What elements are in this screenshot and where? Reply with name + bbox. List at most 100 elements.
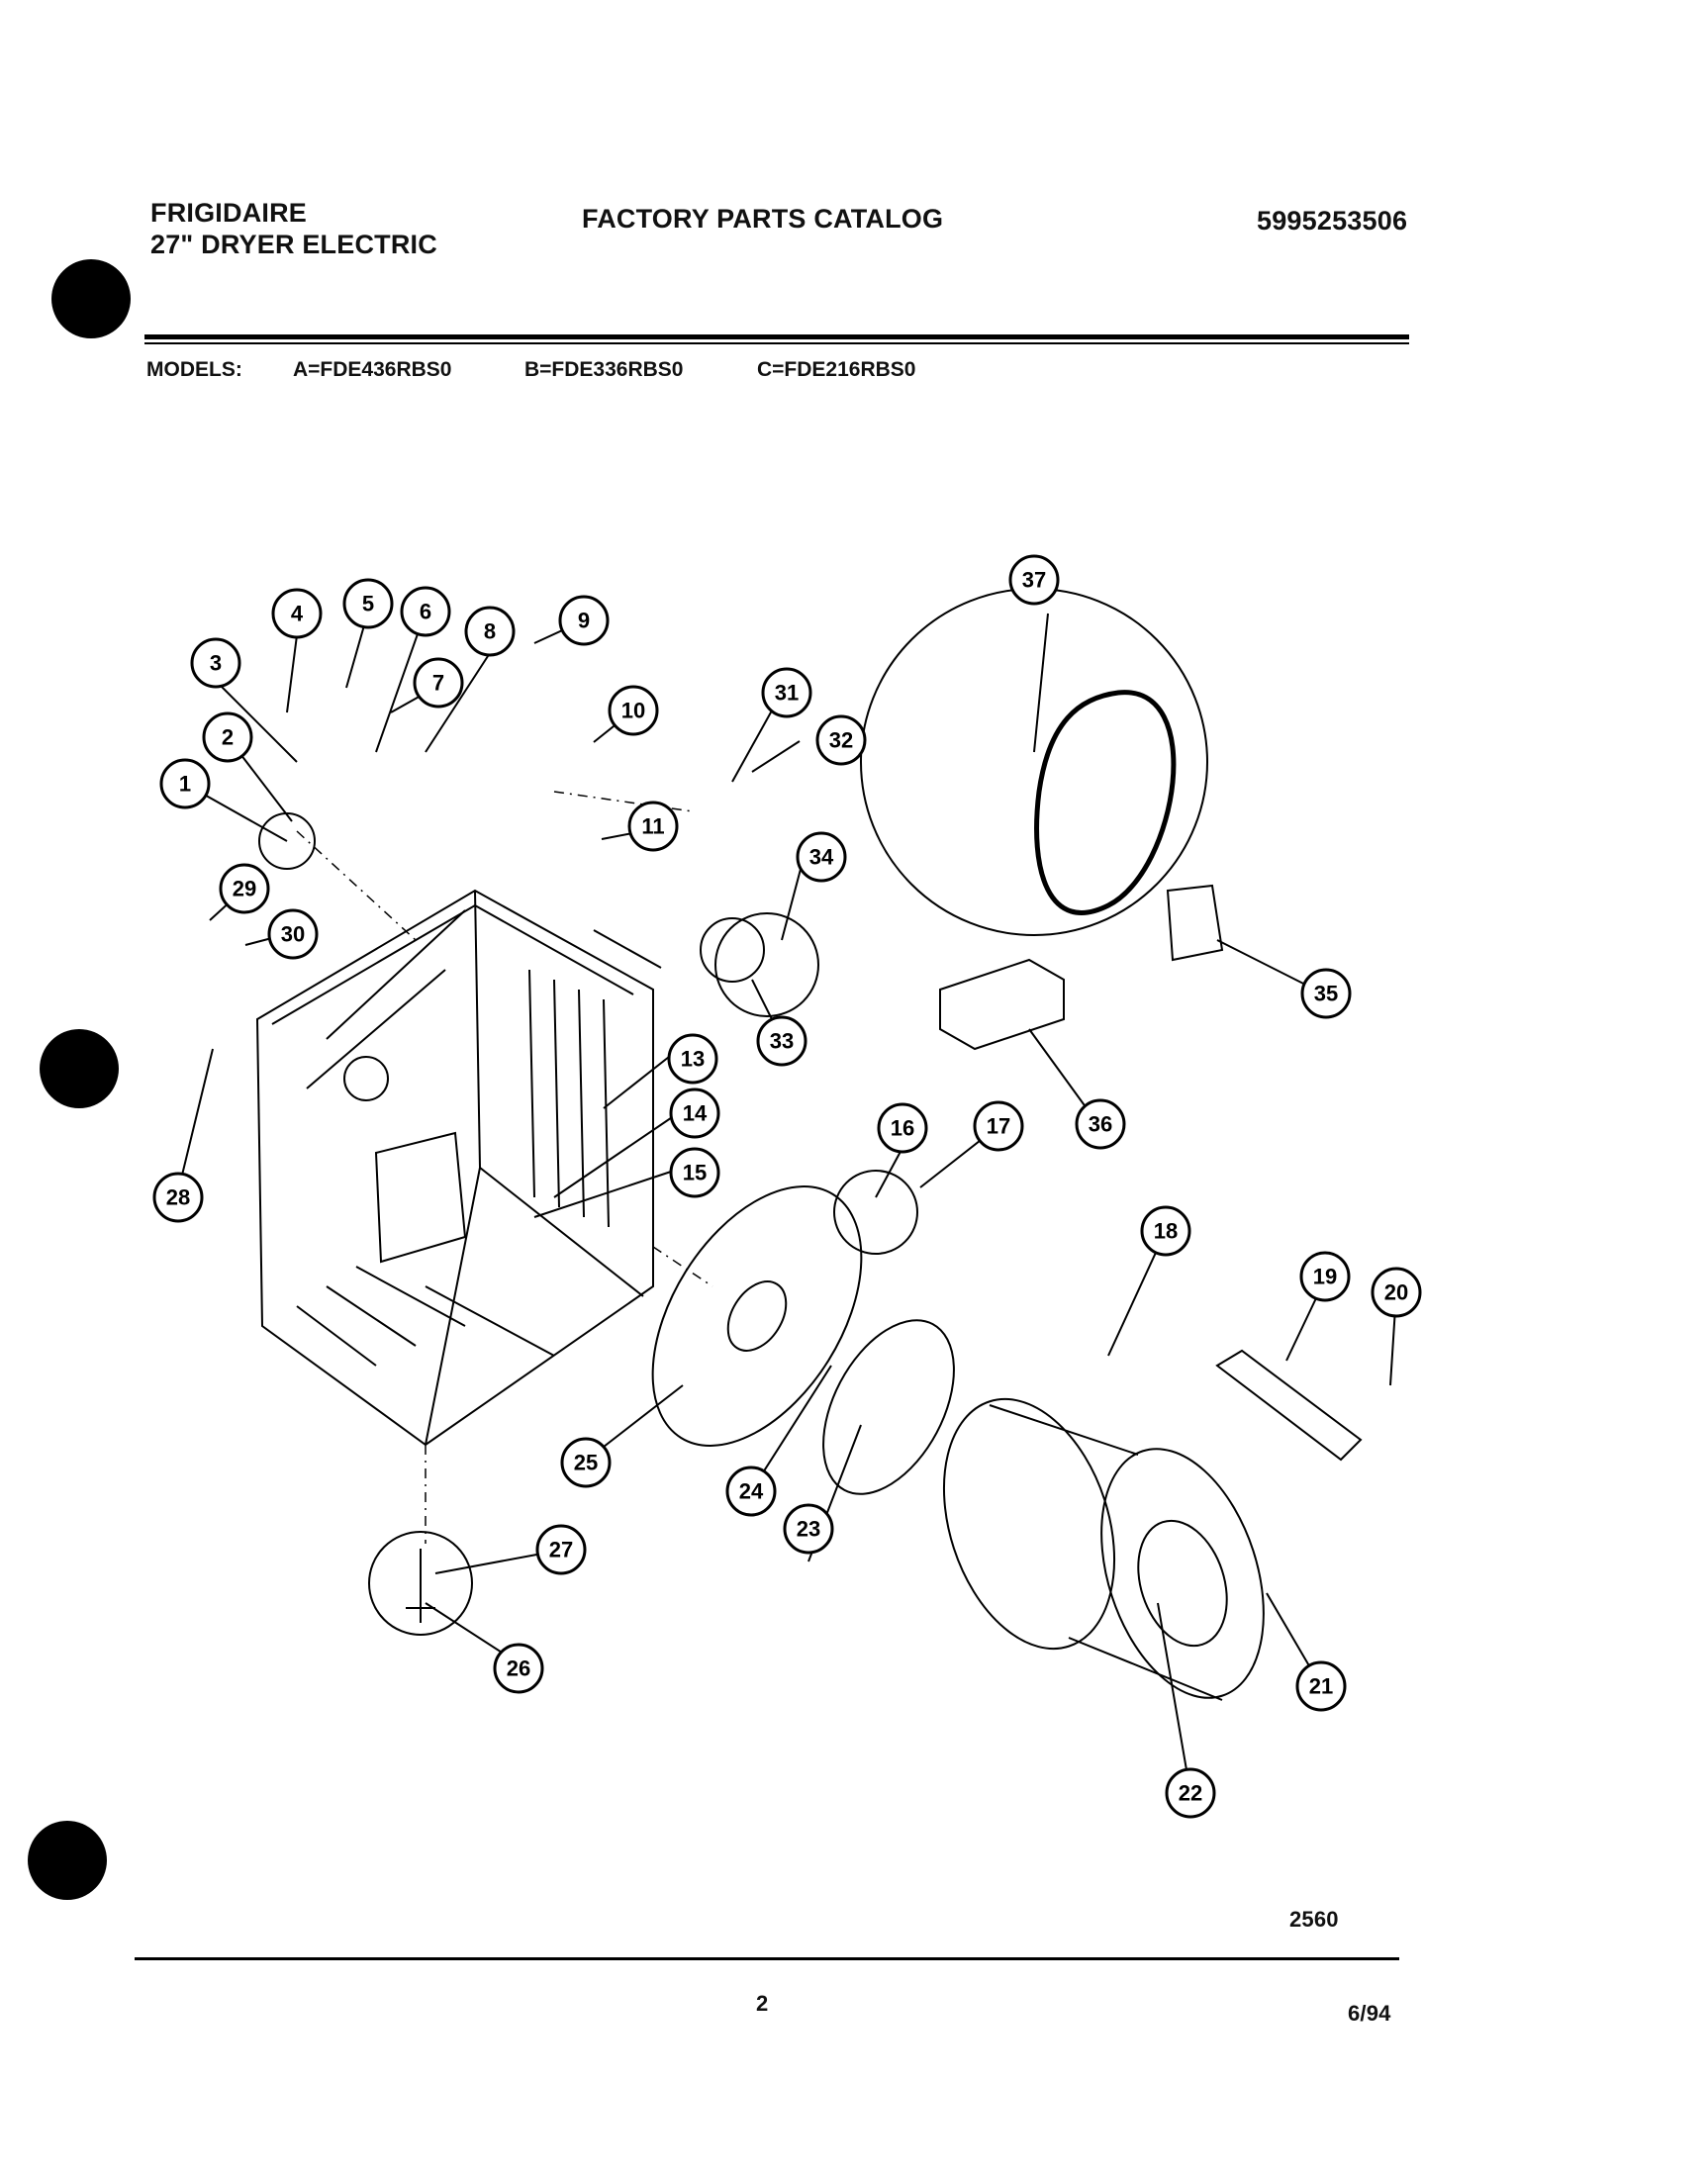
callout-label: 8 (484, 619, 496, 644)
callout-label: 24 (739, 1479, 764, 1504)
callout-label: 14 (683, 1101, 708, 1126)
leveling-leg (406, 1549, 435, 1623)
page-number: 2 (756, 1991, 769, 2016)
callout-25: 25 (560, 1437, 612, 1488)
punch-hole-top (51, 259, 131, 338)
callout-label: 20 (1384, 1280, 1408, 1305)
blower-housing (700, 917, 765, 983)
callout-label: 27 (549, 1538, 573, 1562)
callout-label: 26 (507, 1656, 530, 1681)
callout-14: 14 (669, 1088, 720, 1139)
callout-label: 23 (797, 1517, 820, 1542)
drum-drawing (942, 1397, 1265, 1701)
callout-22: 22 (1165, 1767, 1216, 1819)
callout-label: 30 (281, 922, 305, 947)
callout-1: 1 (159, 758, 211, 809)
callout-label: 5 (362, 592, 374, 616)
drum-baffle (1215, 1349, 1363, 1462)
callout-label: 1 (179, 772, 191, 797)
callout-label: 22 (1179, 1781, 1202, 1806)
rear-bulkhead (651, 1185, 863, 1447)
callout-label: 15 (683, 1161, 707, 1185)
callout-32: 32 (815, 714, 867, 766)
punch-hole-middle (40, 1029, 119, 1108)
model-c: C=FDE216RBS0 (757, 358, 916, 381)
callout-label: 35 (1314, 982, 1338, 1006)
callout-label: 19 (1313, 1265, 1337, 1289)
callout-24: 24 (725, 1466, 777, 1517)
callout-label: 2 (222, 725, 234, 750)
callout-13: 13 (667, 1033, 718, 1085)
callout-label: 3 (210, 651, 222, 676)
punch-hole-bottom (28, 1821, 107, 1900)
callout-label: 36 (1089, 1112, 1112, 1137)
callout-label: 10 (621, 699, 645, 723)
callout-9: 9 (558, 595, 610, 646)
callout-19: 19 (1299, 1251, 1351, 1302)
callout-35: 35 (1300, 968, 1352, 1019)
heater-thermostat (1166, 884, 1224, 962)
callout-30: 30 (267, 908, 319, 960)
callout-11: 11 (627, 801, 679, 852)
header-rule-thick (144, 334, 1409, 339)
callout-28: 28 (152, 1172, 204, 1223)
catalog-number: 5995253506 (1257, 206, 1408, 236)
drum-seal (822, 1319, 955, 1495)
callout-label: 29 (233, 877, 256, 901)
model-b: B=FDE336RBS0 (524, 358, 684, 381)
callout-10: 10 (608, 685, 659, 736)
callout-33: 33 (756, 1015, 807, 1067)
heater-coil (1034, 690, 1177, 915)
callout-5: 5 (342, 578, 394, 629)
callout-label: 9 (578, 609, 590, 633)
callout-20: 20 (1371, 1267, 1422, 1318)
heater-terminal-block (939, 958, 1065, 1051)
callout-label: 17 (987, 1114, 1010, 1139)
callout-label: 28 (166, 1185, 190, 1210)
callout-label: 13 (681, 1047, 705, 1072)
brand: FRIGIDAIRE (150, 198, 308, 228)
callout-16: 16 (877, 1102, 928, 1154)
callout-label: 18 (1154, 1219, 1178, 1244)
callout-2: 2 (202, 711, 253, 763)
callout-label: 16 (891, 1116, 914, 1141)
callout-label: 34 (809, 845, 834, 870)
revision-date: 6/94 (1348, 2001, 1391, 2026)
callout-label: 37 (1022, 568, 1046, 593)
callout-3: 3 (190, 637, 241, 689)
cabinet-drawing (255, 889, 654, 1447)
callout-21: 21 (1295, 1660, 1347, 1712)
callout-18: 18 (1140, 1205, 1191, 1257)
catalog-title: FACTORY PARTS CATALOG (582, 204, 944, 234)
footer-rule (135, 1957, 1399, 1960)
callout-8: 8 (464, 606, 516, 657)
callout-37: 37 (1008, 554, 1060, 606)
callout-4: 4 (271, 588, 323, 639)
callout-36: 36 (1075, 1098, 1126, 1150)
callout-label: 32 (829, 728, 853, 753)
product-title: 27" DRYER ELECTRIC (150, 230, 437, 259)
figure-number: 2560 (1289, 1907, 1339, 1932)
callout-17: 17 (973, 1100, 1024, 1152)
callout-6: 6 (400, 586, 451, 637)
callout-label: 6 (420, 600, 431, 624)
callout-7: 7 (413, 657, 464, 709)
callout-23: 23 (783, 1503, 834, 1555)
callout-34: 34 (796, 831, 847, 883)
callout-27: 27 (535, 1524, 587, 1575)
callout-label: 11 (641, 814, 664, 839)
callout-15: 15 (669, 1147, 720, 1198)
models-label: MODELS: (146, 358, 242, 381)
header-rule-thin (144, 342, 1409, 344)
callout-label: 31 (775, 681, 799, 706)
leader-lines (177, 611, 1397, 1794)
callout-label: 4 (291, 602, 304, 626)
callout-label: 7 (432, 671, 444, 696)
callout-label: 33 (770, 1029, 794, 1054)
callout-label: 21 (1309, 1674, 1333, 1699)
callout-31: 31 (761, 667, 812, 718)
callout-29: 29 (219, 863, 270, 914)
callout-label: 25 (574, 1451, 598, 1475)
model-a: A=FDE436RBS0 (293, 358, 452, 381)
